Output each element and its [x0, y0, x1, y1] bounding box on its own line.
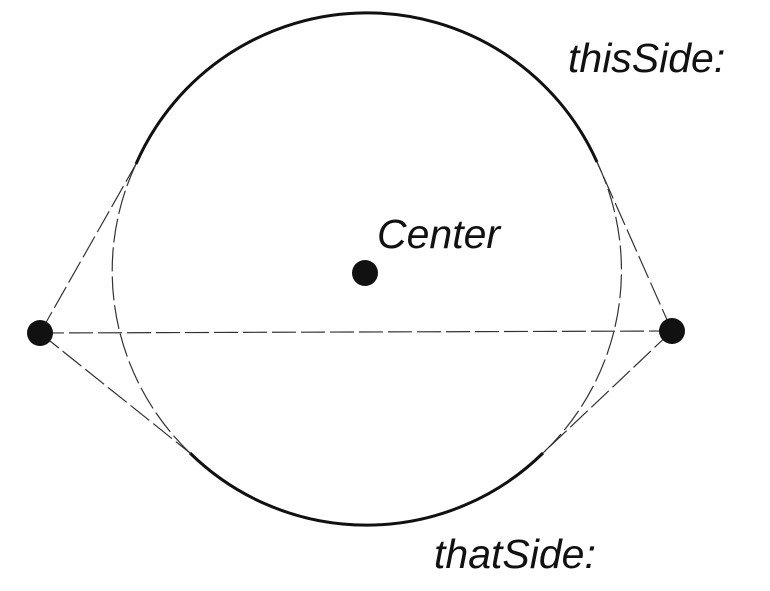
center-point	[352, 260, 378, 286]
left-dashed-arc	[111, 163, 191, 454]
right-lower-tangent-line	[542, 330, 673, 454]
that-side-arc	[188, 451, 545, 527]
left-point	[27, 320, 53, 346]
this-side-arc	[134, 11, 599, 165]
right-point	[659, 318, 685, 344]
right-upper-tangent-line	[596, 161, 673, 332]
right-dashed-arc	[542, 161, 622, 454]
this-side-label: thisSide:	[568, 35, 725, 81]
that-side-label: thatSide:	[434, 531, 596, 577]
center-label: Center	[377, 211, 502, 257]
left-lower-tangent-line	[39, 332, 191, 454]
dashed-line-between-points	[39, 330, 673, 334]
left-upper-tangent-line	[39, 163, 137, 334]
